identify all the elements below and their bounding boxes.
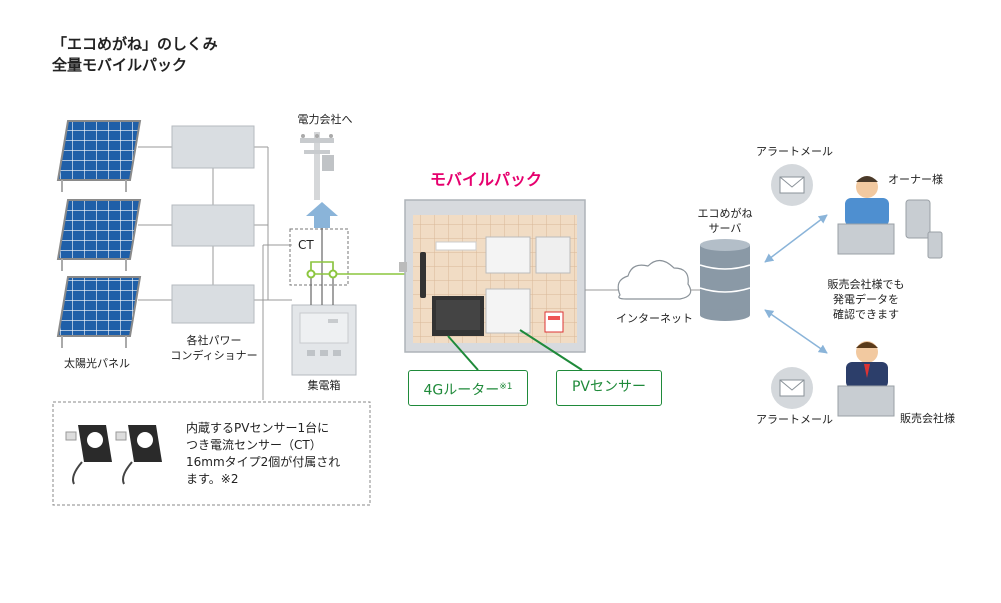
label-junction-box: 集電箱	[307, 379, 341, 392]
ct-clamp-icon-1	[65, 425, 112, 485]
label-power-conditioner: 各社パワー コンディショナー	[168, 333, 260, 363]
arrow-to-power-company	[306, 202, 338, 228]
label-seller-note-line-3: 確認できます	[833, 308, 899, 321]
router-leader-line	[447, 335, 479, 371]
ct-clamp-icon-2	[115, 425, 162, 485]
solar-panel-3	[56, 276, 142, 348]
title-line-1: 「エコめがね」のしくみ	[52, 35, 218, 53]
label-server: エコめがね サーバ	[690, 206, 760, 236]
label-mobile-pack: モバイルパック	[430, 170, 543, 189]
internet-cloud-icon	[617, 259, 692, 300]
ct-wires	[310, 228, 334, 305]
ct-box	[289, 228, 349, 286]
label-alert-mail-bottom: アラートメール	[756, 413, 833, 426]
label-power-conditioner-line-1: 各社パワー	[186, 334, 242, 347]
server-owner-arrow	[764, 214, 828, 263]
4g-router-device	[420, 241, 484, 336]
callout-4g-router-text: 4Gルーター	[423, 382, 500, 399]
label-server-line-1: エコめがね	[697, 207, 753, 220]
utility-pole	[300, 132, 334, 200]
callout-4g-router: 4Gルーター※1	[408, 370, 528, 406]
ct-note-line-1: 内蔵するPVセンサー1台に	[186, 421, 330, 435]
label-solar-panel: 太陽光パネル	[64, 357, 130, 370]
title-line-2: 全量モバイルパック	[52, 56, 188, 74]
solar-panel-2	[56, 199, 142, 271]
solar-panel-1	[56, 120, 142, 192]
power-conditioner-1	[171, 125, 255, 169]
label-internet: インターネット	[616, 312, 693, 325]
label-alert-mail-top: アラートメール	[756, 145, 833, 158]
diagram-title: 「エコめがね」のしくみ 全量モバイルパック	[52, 34, 218, 76]
ct-note-line-3: 16mmタイプ2個が付属され	[186, 455, 341, 469]
callout-pv-sensor: PVセンサー	[556, 370, 662, 406]
pv-sensor-device	[485, 236, 571, 334]
ct-note-line-2: つき電流センサー（CT）	[186, 438, 322, 452]
power-conditioner-3	[171, 284, 255, 324]
label-ct: CT	[298, 238, 314, 252]
ct-signal-wire	[310, 261, 405, 275]
label-power-company: 電力会社へ	[297, 113, 353, 126]
label-owner: オーナー様	[888, 173, 943, 186]
label-seller-note-line-2: 発電データを	[833, 293, 899, 306]
panel-wiring	[138, 146, 292, 400]
ct-sensor-1	[306, 269, 316, 279]
server-icon	[699, 239, 751, 321]
ct-sensor-2	[328, 269, 338, 279]
smartphone-icon	[927, 231, 943, 259]
mail-icon-top	[771, 164, 813, 206]
junction-box	[291, 304, 357, 376]
seller-person-icon	[837, 341, 895, 417]
ct-note: 内蔵するPVセンサー1台に つき電流センサー（CT） 16mmタイプ2個が付属さ…	[186, 420, 366, 488]
power-conditioner-2	[171, 204, 255, 247]
server-seller-arrow	[764, 309, 828, 354]
label-seller: 販売会社様	[900, 412, 955, 425]
owner-person-icon	[837, 176, 895, 255]
label-seller-note: 販売会社様でも 発電データを 確認できます	[826, 277, 906, 322]
mail-icon-bottom	[771, 367, 813, 409]
label-server-line-2: サーバ	[708, 222, 742, 235]
callout-4g-router-note: ※1	[499, 382, 513, 392]
pv-sensor-leader-line	[519, 329, 583, 371]
ct-note-line-4: ます。※2	[186, 472, 239, 486]
label-seller-note-line-1: 販売会社様でも	[827, 278, 905, 291]
label-power-conditioner-line-2: コンディショナー	[170, 349, 258, 362]
tablet-icon	[905, 199, 931, 239]
